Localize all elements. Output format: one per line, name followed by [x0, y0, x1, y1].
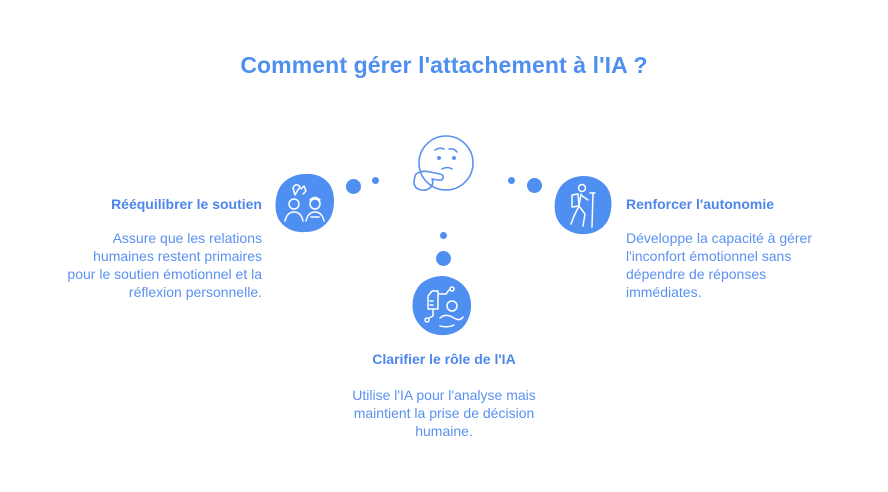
right-block-title: Renforcer l'autonomie: [626, 196, 775, 212]
left-block-line: réflexion personnelle.: [128, 284, 262, 300]
left-block-description: Assure que les relations humaines resten…: [67, 229, 262, 301]
ai-chip-hand-icon: [412, 276, 472, 336]
bottom-block-line: Utilise l'IA pour l'analyse mais: [352, 387, 536, 403]
connector-dot: [346, 179, 361, 194]
right-block-line: immédiates.: [626, 284, 702, 300]
bottom-block-line: humaine.: [415, 423, 473, 439]
right-block-line: dépendre de réponses: [626, 266, 767, 282]
connector-dot: [440, 232, 447, 239]
connector-dot: [508, 177, 515, 184]
left-block-line: humaines restent primaires: [93, 248, 262, 264]
thinking-face-icon: [413, 135, 474, 191]
hiker-icon: [554, 176, 612, 235]
connector-dot: [527, 178, 542, 193]
bottom-block-line: maintient la prise de décision: [353, 405, 535, 421]
left-block-title: Rééquilibrer le soutien: [111, 196, 262, 212]
right-block-line: l'inconfort émotionnel sans: [626, 248, 792, 264]
left-block-line: pour le soutien émotionnel et la: [67, 266, 262, 282]
connector-dot: [436, 251, 451, 266]
right-block-description: Développe la capacité à gérer l'inconfor…: [626, 229, 812, 301]
right-block-line: Développe la capacité à gérer: [626, 230, 813, 246]
connector-dot: [372, 177, 379, 184]
page-title: Comment gérer l'attachement à l'IA ?: [240, 52, 648, 78]
bottom-block-description: Utilise l'IA pour l'analyse mais maintie…: [294, 386, 594, 440]
left-block-line: Assure que les relations: [112, 230, 262, 246]
bottom-block-title: Clarifier le rôle de l'IA: [372, 351, 516, 367]
people-talking-icon: [275, 173, 335, 233]
